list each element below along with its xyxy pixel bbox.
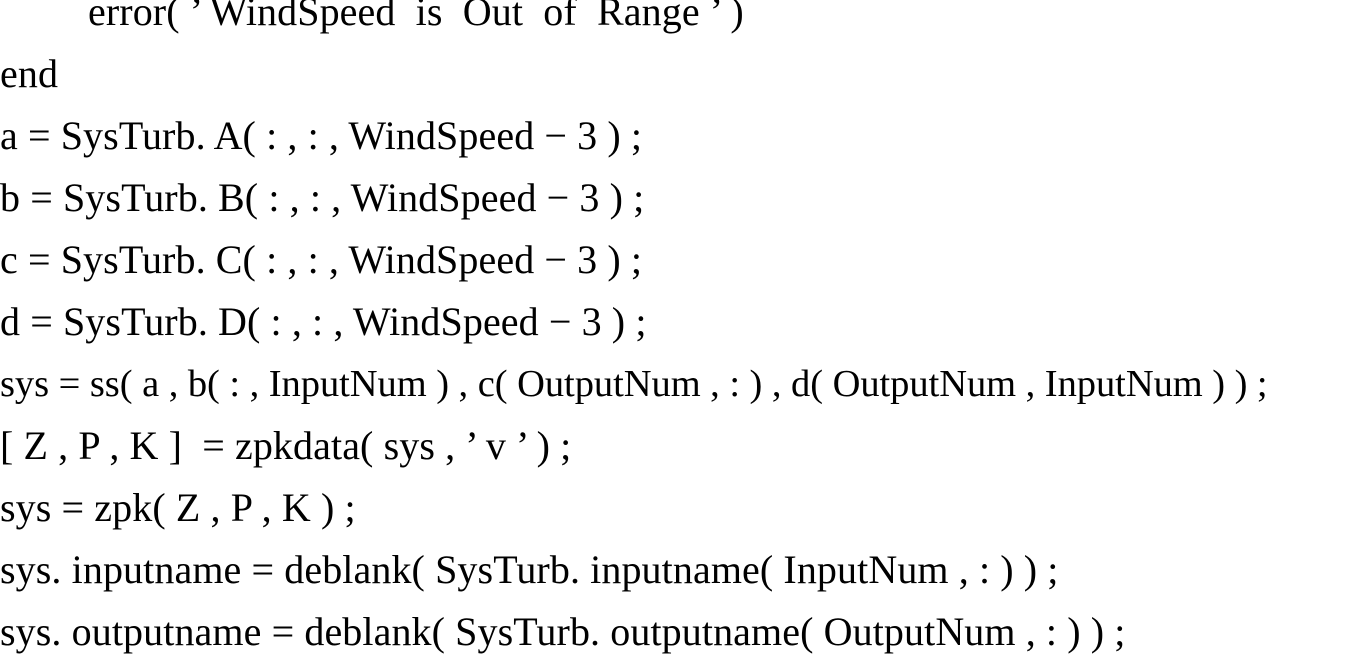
code-line-11: sys. outputname = deblank( SysTurb. outp… xyxy=(0,609,1126,654)
code-line-1: error( ’ WindSpeed is Out of Range ’ ) xyxy=(88,0,744,34)
code-line-10: sys. inputname = deblank( SysTurb. input… xyxy=(0,547,1059,592)
code-line-2: end xyxy=(0,51,59,96)
code-line-9: sys = zpk( Z , P , K ) ; xyxy=(0,485,356,530)
code-line-5: c = SysTurb. C( : , : , WindSpeed − 3 ) … xyxy=(0,237,643,282)
code-line-6: d = SysTurb. D( : , : , WindSpeed − 3 ) … xyxy=(0,299,647,344)
code-line-8: [ Z , P , K ] = zpkdata( sys , ’ v ’ ) ; xyxy=(0,423,572,468)
code-line-3: a = SysTurb. A( : , : , WindSpeed − 3 ) … xyxy=(0,113,643,158)
code-line-7: sys = ss( a , b( : , InputNum ) , c( Out… xyxy=(0,363,1268,405)
code-line-4: b = SysTurb. B( : , : , WindSpeed − 3 ) … xyxy=(0,175,645,220)
